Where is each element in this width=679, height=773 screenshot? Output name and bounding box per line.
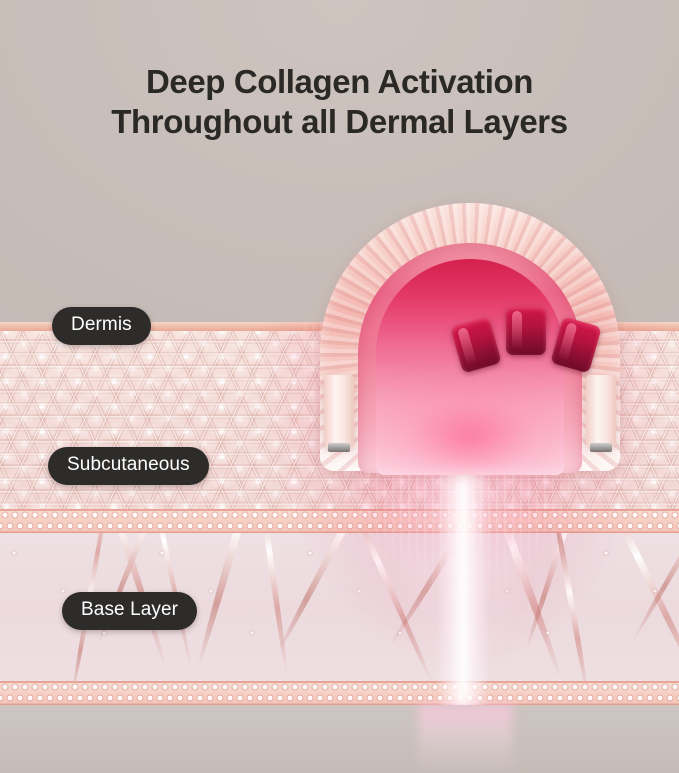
device-leg-right xyxy=(586,375,616,447)
led-panel-center xyxy=(506,307,546,355)
device-emission-glow xyxy=(350,353,590,473)
label-subcutaneous: Subcutaneous xyxy=(48,447,209,485)
title-line-1: Deep Collagen Activation xyxy=(145,63,534,100)
title-line-2: Throughout all Dermal Layers xyxy=(111,103,568,140)
label-base-layer: Base Layer xyxy=(62,592,198,630)
background-lower xyxy=(0,700,679,773)
device-tip-left xyxy=(328,443,350,452)
device-tip-right xyxy=(590,443,612,452)
led-device xyxy=(320,203,620,475)
device-leg-left xyxy=(324,375,354,447)
light-glow-below-skin xyxy=(418,705,513,773)
page-title: Deep Collagen Activation Throughout all … xyxy=(0,62,679,142)
label-dermis: Dermis xyxy=(52,307,151,345)
